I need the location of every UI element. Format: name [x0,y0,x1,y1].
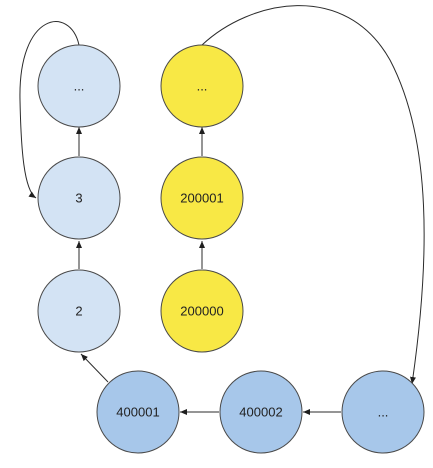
node-200001[interactable]: 200001 [160,156,244,240]
edge-ellipsis-top-left-loop-to-3 [19,21,80,199]
node-ellipsis-top-mid[interactable]: ... [160,44,244,128]
node-label: ... [197,79,208,94]
node-400001[interactable]: 400001 [96,370,180,454]
node-400002[interactable]: 400002 [219,370,303,454]
node-2[interactable]: 2 [37,269,121,353]
node-label: 2 [75,304,82,319]
edge-ellipsis-top-mid-to-ellipsis-bottom-right [201,5,425,385]
node-label: 3 [75,191,82,206]
node-label: 200001 [180,191,223,206]
node-ellipsis-top-left[interactable]: ... [37,44,121,128]
node-label: ... [74,79,85,94]
node-ellipsis-bottom-right[interactable]: ... [341,370,425,454]
node-label: 400002 [239,405,282,420]
node-3[interactable]: 3 [37,156,121,240]
nodes-layer: ... 3 2 ... 200001 200000 400001 400002 [37,44,425,454]
node-label: ... [378,405,389,420]
node-label: 200000 [180,304,223,319]
edges-layer [19,5,425,415]
edge-400001-to-2 [80,353,109,383]
node-label: 400001 [116,405,159,420]
node-200000[interactable]: 200000 [160,269,244,353]
